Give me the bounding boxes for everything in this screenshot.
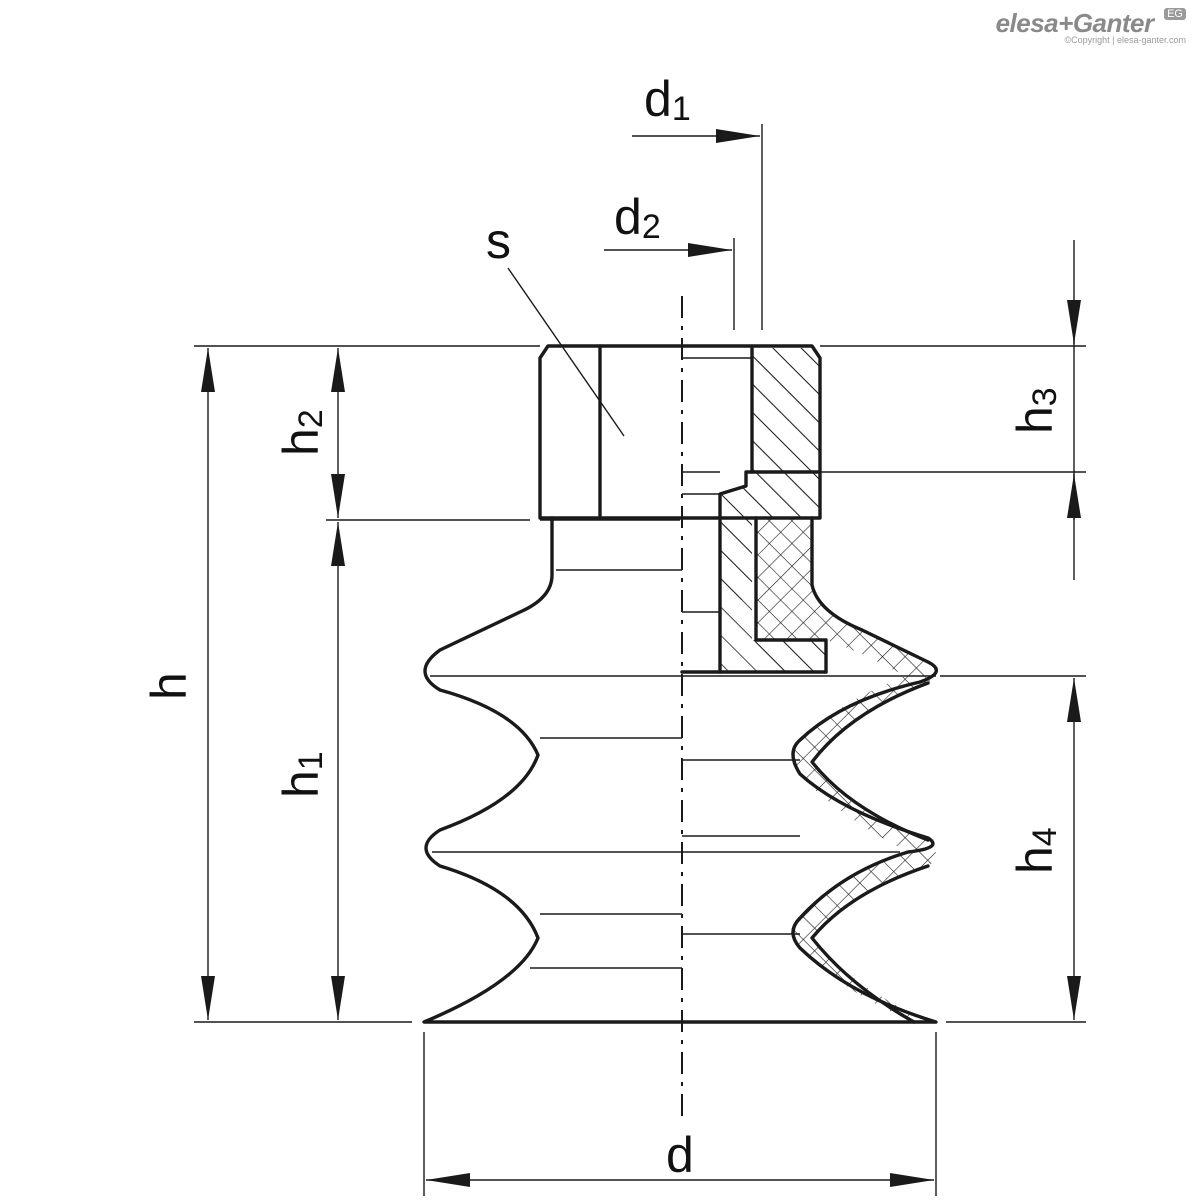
extension-lines bbox=[194, 124, 1086, 1196]
label-d1: d1 bbox=[644, 71, 691, 128]
label-h2: h2 bbox=[273, 409, 330, 456]
dimension-labels: d1 d2 s h h1 h2 h3 h4 d bbox=[141, 71, 1064, 1183]
label-s: s bbox=[486, 213, 511, 269]
brand-name: elesa+Ganter bbox=[995, 8, 1155, 38]
part-outline bbox=[422, 344, 938, 1024]
internal-lines bbox=[430, 357, 936, 969]
section-hatching bbox=[720, 348, 936, 1022]
brand-copyright: ©Copyright | elesa-ganter.com bbox=[1064, 35, 1186, 45]
label-h1: h1 bbox=[273, 751, 330, 798]
label-d: d bbox=[666, 1127, 694, 1183]
label-h: h bbox=[141, 672, 197, 700]
label-h3: h3 bbox=[1007, 387, 1064, 434]
dimension-lines bbox=[201, 129, 1081, 1187]
brand-logo: elesa+Ganter EG ©Copyright | elesa-gante… bbox=[996, 8, 1186, 45]
brand-badge: EG bbox=[1164, 8, 1186, 20]
label-d2: d2 bbox=[614, 189, 661, 246]
label-h4: h4 bbox=[1007, 827, 1064, 874]
